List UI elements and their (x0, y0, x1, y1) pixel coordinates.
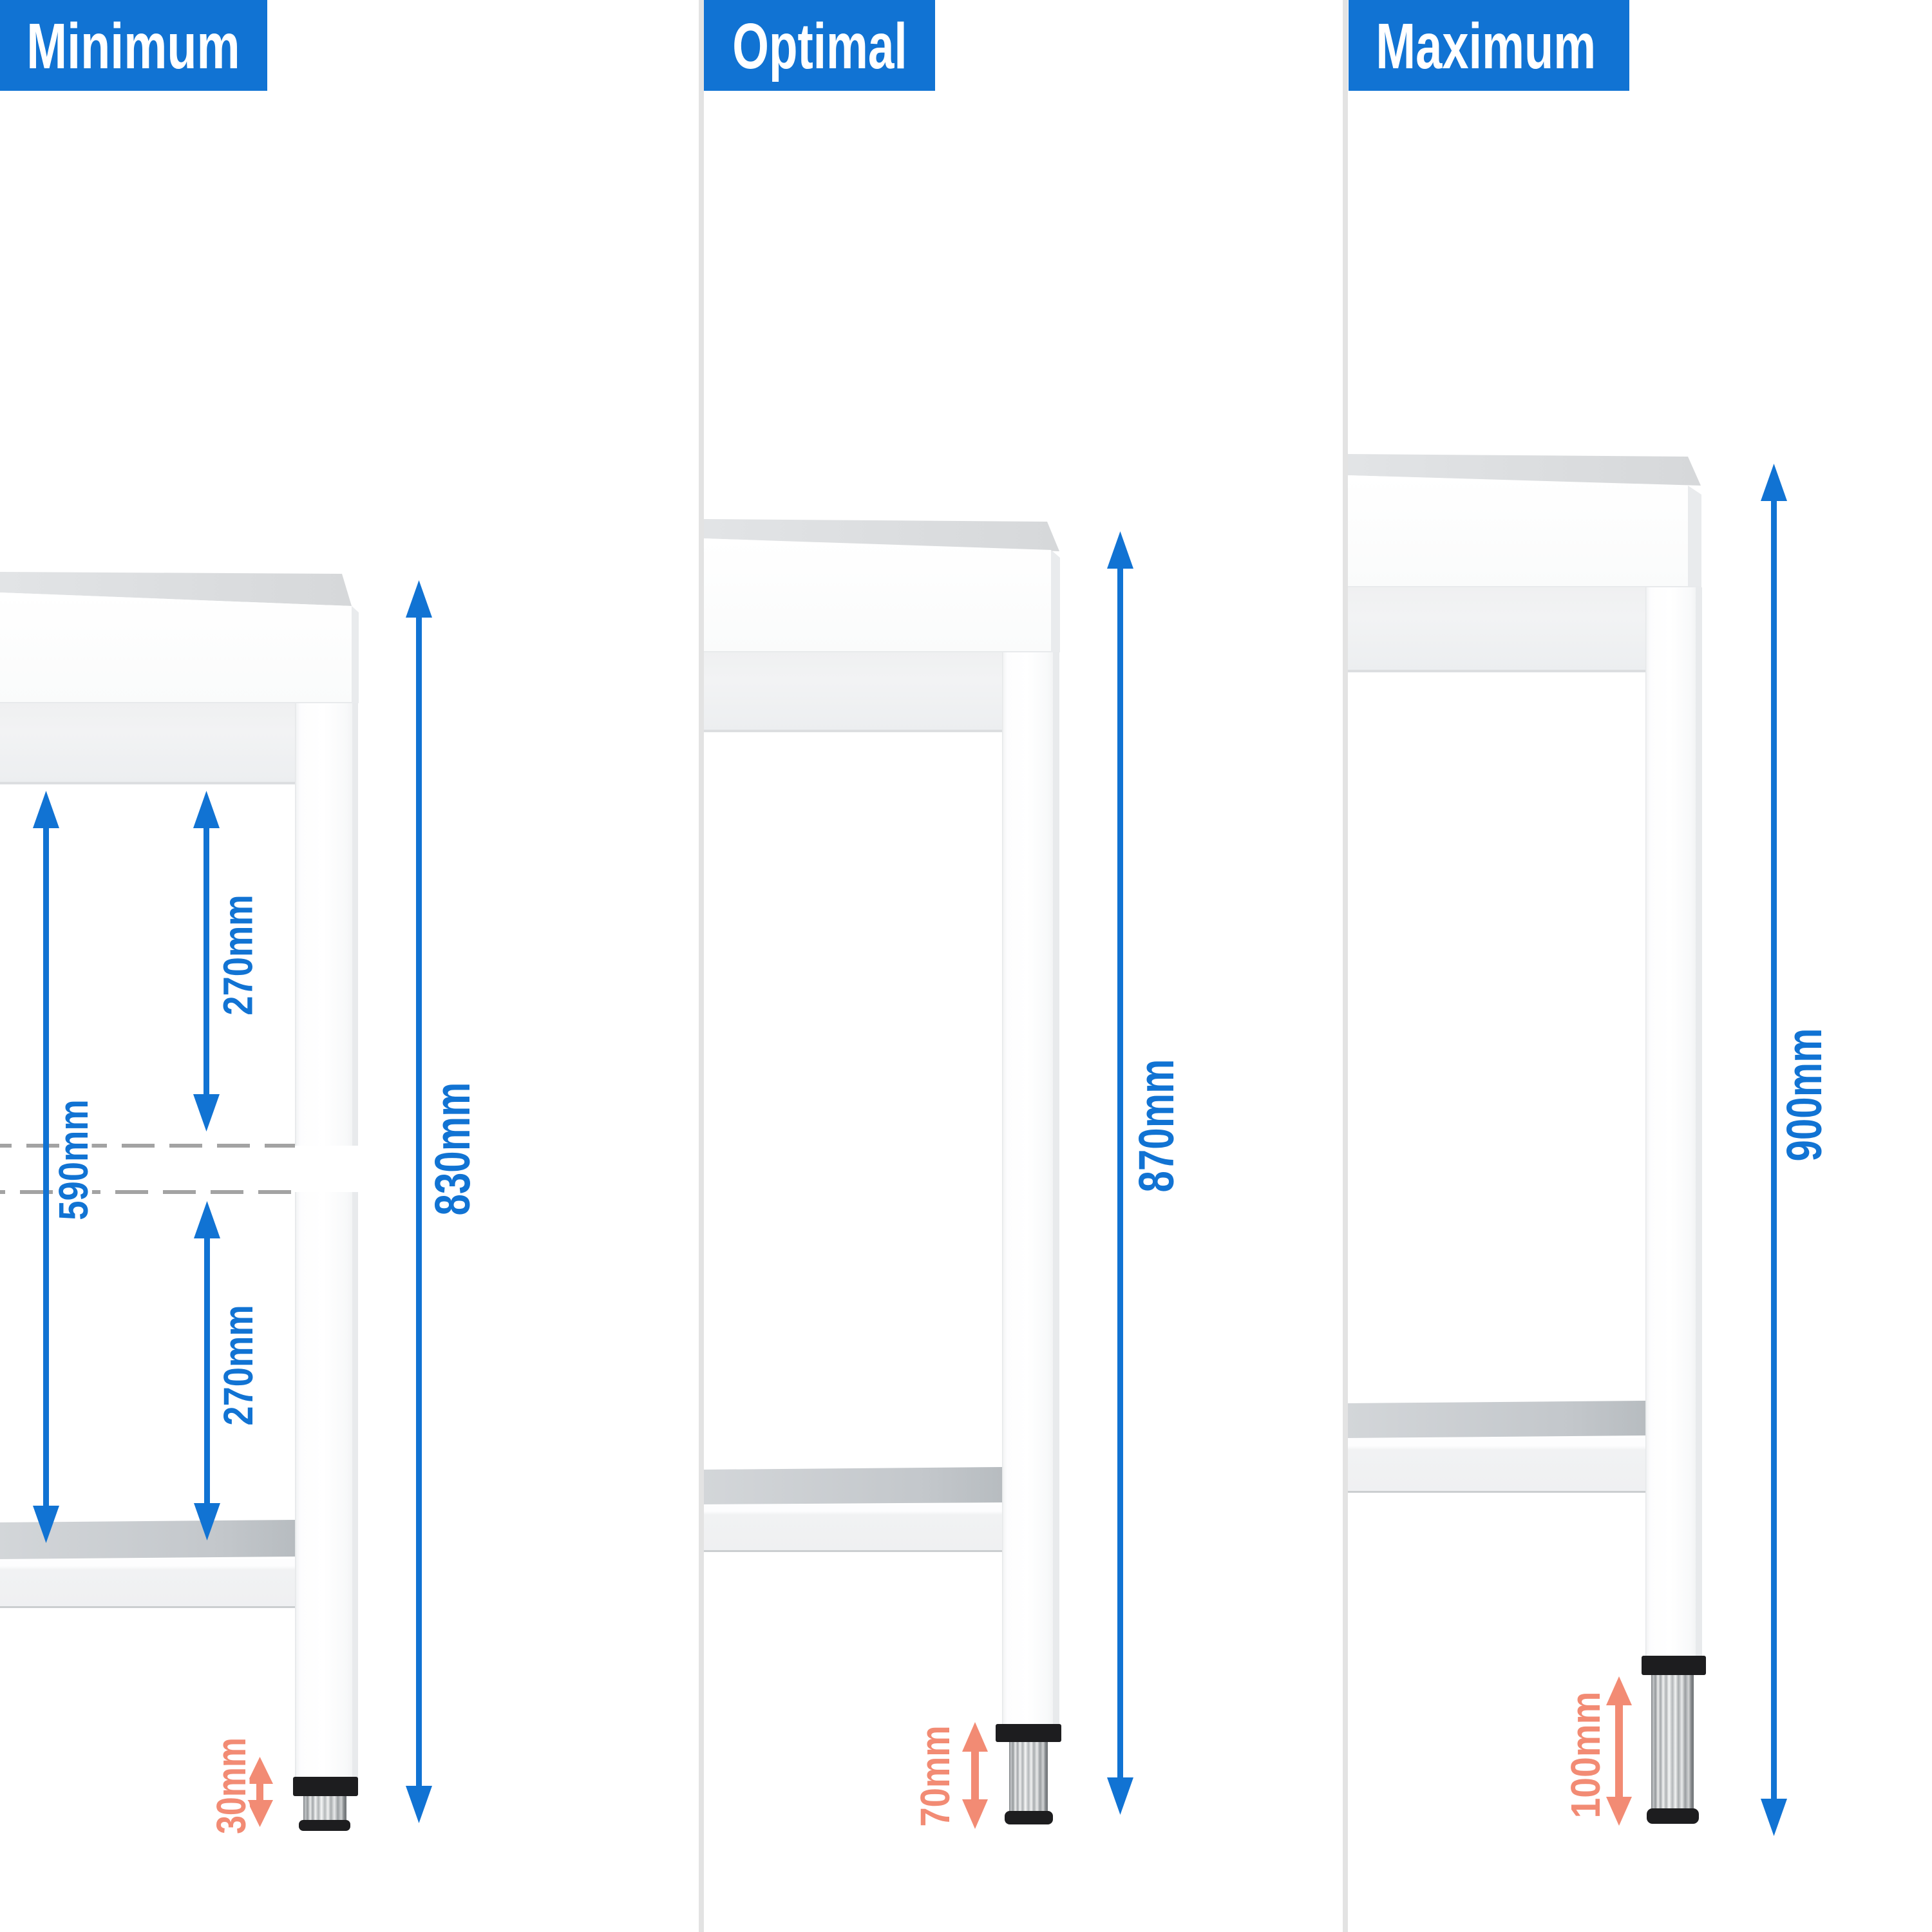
svg-text:590mm: 590mm (50, 1099, 97, 1220)
svg-text:270mm: 270mm (215, 1305, 261, 1425)
svg-text:830mm: 830mm (424, 1082, 480, 1215)
svg-text:30mm: 30mm (209, 1738, 254, 1834)
svg-text:70mm: 70mm (912, 1725, 958, 1826)
svg-text:100mm: 100mm (1562, 1692, 1609, 1819)
svg-text:Maximum: Maximum (1376, 10, 1596, 82)
svg-text:Minimum: Minimum (26, 10, 240, 82)
svg-text:870mm: 870mm (1128, 1059, 1184, 1192)
svg-text:900mm: 900mm (1776, 1028, 1832, 1161)
svg-text:270mm: 270mm (214, 895, 261, 1015)
svg-text:Optimal: Optimal (732, 10, 907, 82)
